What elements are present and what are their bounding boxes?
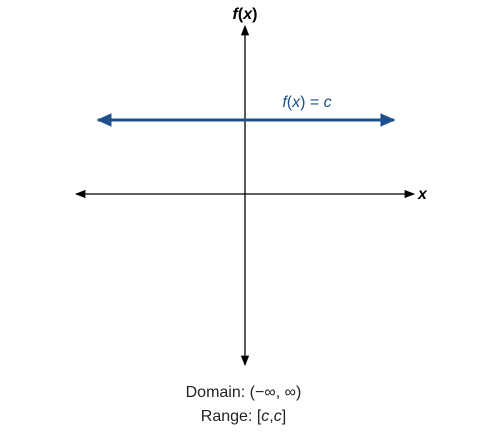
y-axis-label: f(x) <box>233 6 258 23</box>
x-axis-label: x <box>417 186 428 203</box>
range-c-upper: c <box>273 408 282 425</box>
domain-caption: Domain: (−∞, ∞) <box>0 384 487 402</box>
range-label: Range: [ <box>200 408 262 425</box>
series-label-const: c <box>324 94 332 111</box>
range-caption: Range: [c,c] <box>0 408 487 426</box>
range-close: ] <box>281 408 287 425</box>
domain-label: Domain: <box>185 384 250 401</box>
series-label: f(x) = c <box>282 94 331 111</box>
y-axis-label-close: ) <box>252 6 257 23</box>
series-label-f: f <box>282 94 288 111</box>
range-comma: , <box>269 408 274 425</box>
y-axis-label-f: f <box>233 6 240 23</box>
y-axis-label-open: ( <box>238 6 244 23</box>
domain-value: (−∞, ∞) <box>249 384 302 401</box>
series-label-open: ( <box>287 94 293 111</box>
range-c-lower: c <box>261 408 270 425</box>
series-label-var: x <box>291 94 301 111</box>
series-label-suffix: ) = <box>300 94 324 111</box>
y-axis-label-var: x <box>242 6 253 23</box>
